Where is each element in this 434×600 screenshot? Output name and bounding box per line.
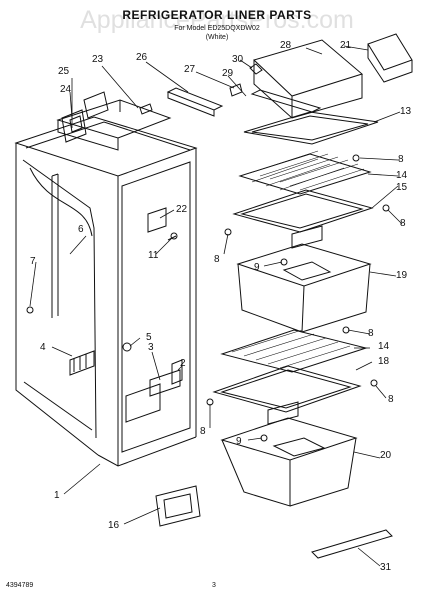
callout: 8: [200, 426, 206, 437]
watermark: AppliancePartsPros.com: [80, 6, 354, 34]
callout: 20: [380, 450, 392, 461]
callout: 19: [396, 270, 408, 281]
callout: 9: [236, 436, 242, 447]
callout: 7: [30, 256, 36, 267]
callout: 30: [232, 54, 244, 65]
callout: 8: [214, 254, 220, 265]
callout: 8: [368, 328, 374, 339]
callout: 9: [254, 262, 260, 273]
callout: 5: [146, 332, 152, 343]
callout: 3: [148, 342, 154, 353]
liner-cabinet: [14, 99, 198, 467]
top-parts: [61, 63, 322, 143]
leader-lines: [29, 45, 403, 567]
callout: 1: [54, 490, 60, 501]
callout: 14: [396, 170, 408, 181]
model-number: For Model ED25DQXDW02: [174, 25, 260, 32]
callout: 27: [184, 64, 196, 75]
callout: 21: [340, 40, 352, 51]
callout: 23: [92, 54, 104, 65]
shelf-and-crisper-parts: [155, 33, 413, 559]
callout: 25: [58, 66, 70, 77]
callout: 28: [280, 40, 292, 51]
callout: 15: [396, 182, 408, 193]
callout: 24: [60, 84, 72, 95]
callout: 11: [148, 250, 159, 261]
callout: 8: [400, 218, 406, 229]
document-code: 4394789: [6, 582, 34, 589]
callout: 26: [136, 52, 148, 63]
callout: 8: [388, 394, 394, 405]
callout: 29: [222, 68, 234, 79]
diagram-title: REFRIGERATOR LINER PARTS: [122, 8, 312, 22]
callout: 4: [40, 342, 46, 353]
callout: 13: [400, 106, 412, 117]
callout: 8: [398, 154, 404, 165]
callout: 31: [380, 562, 392, 573]
callout: 16: [108, 520, 120, 531]
callout-labels: 1 2 3 4 5 6 7 8 8 8 8 8 8 9 9 11 13 14 1…: [30, 40, 412, 573]
callout: 2: [180, 358, 186, 369]
callout: 18: [378, 356, 390, 367]
model-color: (White): [205, 34, 229, 41]
page-number: 3: [212, 582, 216, 589]
callout: 6: [78, 224, 84, 235]
callout: 14: [378, 341, 390, 352]
callout: 22: [176, 204, 188, 215]
